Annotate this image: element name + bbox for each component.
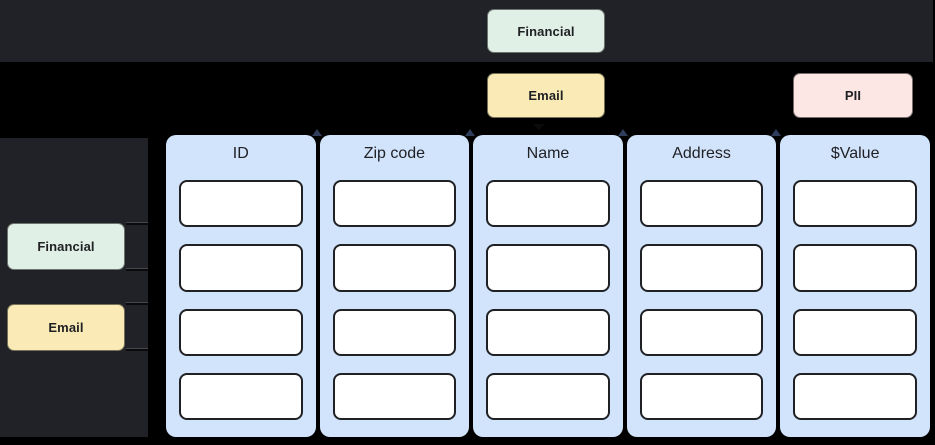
schema-table: ID Zip code Name Address $Value	[166, 135, 930, 437]
cell[interactable]	[179, 180, 303, 228]
column-header: Name	[526, 145, 570, 162]
lane-2	[0, 0, 933, 62]
column-zip-code: Zip code	[319, 135, 470, 437]
column-name: Name	[473, 135, 623, 437]
cell[interactable]	[332, 308, 457, 356]
arrow-up-icon	[771, 129, 781, 136]
cell[interactable]	[179, 308, 303, 356]
connector-line	[126, 302, 148, 305]
cell[interactable]	[793, 180, 917, 228]
cell[interactable]	[332, 180, 457, 228]
tag-chip-pii[interactable]: PII	[793, 73, 913, 118]
arrow-up-icon	[618, 129, 628, 136]
connector-line	[126, 222, 148, 225]
cell[interactable]	[639, 372, 764, 420]
column-id: ID	[166, 135, 316, 437]
connector-line	[126, 348, 148, 351]
tag-chip-label: Email	[528, 88, 564, 103]
tag-chip-label: Financial	[517, 23, 575, 39]
connector-line	[126, 268, 148, 271]
tag-chip-email-left[interactable]: Email	[7, 304, 125, 351]
cell[interactable]	[793, 244, 917, 292]
arrow-up-icon	[312, 129, 322, 136]
cell[interactable]	[486, 372, 610, 420]
left-panel	[0, 138, 148, 437]
cell[interactable]	[639, 244, 764, 292]
column-header: $Value	[830, 145, 880, 162]
column-value: $Value	[780, 135, 930, 437]
tag-chip-label: Financial	[37, 239, 95, 254]
cell[interactable]	[793, 372, 917, 420]
cell[interactable]	[486, 180, 610, 228]
cell[interactable]	[332, 372, 457, 420]
column-header: Zip code	[363, 145, 426, 162]
cell[interactable]	[486, 244, 610, 292]
column-header: Address	[672, 145, 731, 162]
tag-chip-email-top[interactable]: Email	[487, 73, 605, 118]
tag-chip-financial-left[interactable]: Financial	[7, 223, 125, 270]
tag-chip-label: Email	[48, 320, 84, 335]
arrow-up-icon	[465, 129, 475, 136]
tag-chip-financial-top[interactable]: Financial	[487, 9, 605, 53]
column-address: Address	[626, 135, 777, 437]
tag-chip-label: PII	[844, 88, 862, 103]
cell[interactable]	[179, 372, 303, 420]
cell[interactable]	[639, 180, 764, 228]
column-header: ID	[232, 145, 249, 162]
cell[interactable]	[486, 308, 610, 356]
arrow-down-icon	[533, 124, 545, 130]
cell[interactable]	[332, 244, 457, 292]
cell[interactable]	[793, 308, 917, 356]
cell[interactable]	[639, 308, 764, 356]
connector-rail	[0, 0, 933, 6]
cell[interactable]	[179, 244, 303, 292]
